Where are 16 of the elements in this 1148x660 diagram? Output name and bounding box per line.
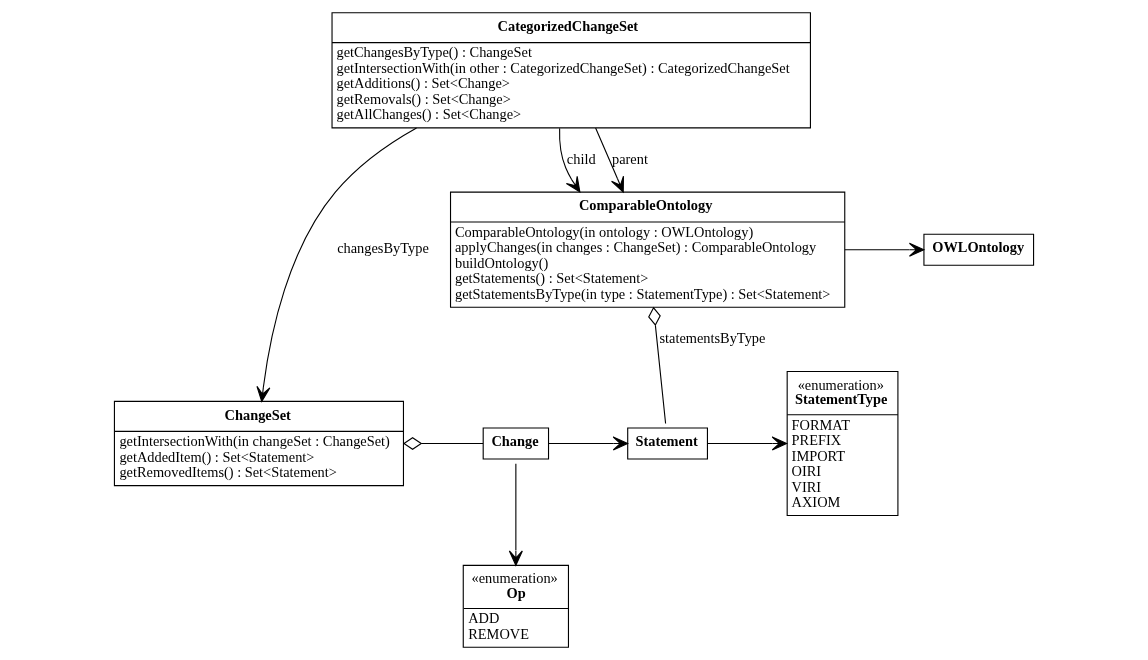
edge-label: child bbox=[566, 150, 596, 167]
node-box: Statement bbox=[627, 427, 708, 460]
arrow bbox=[548, 436, 629, 451]
edge-label: parent bbox=[611, 150, 648, 167]
node-box: OWLOntology bbox=[923, 233, 1035, 266]
edge-label: statementsByType bbox=[659, 330, 766, 347]
node-box: Change bbox=[482, 427, 550, 460]
edge-label: changesByType bbox=[337, 240, 429, 257]
arrow bbox=[707, 436, 788, 451]
arrow bbox=[595, 127, 625, 193]
arrow bbox=[559, 127, 581, 193]
arrow bbox=[256, 127, 418, 402]
connector bbox=[648, 306, 667, 424]
arrow bbox=[844, 242, 925, 257]
connector bbox=[402, 437, 484, 450]
arrow bbox=[508, 463, 523, 566]
